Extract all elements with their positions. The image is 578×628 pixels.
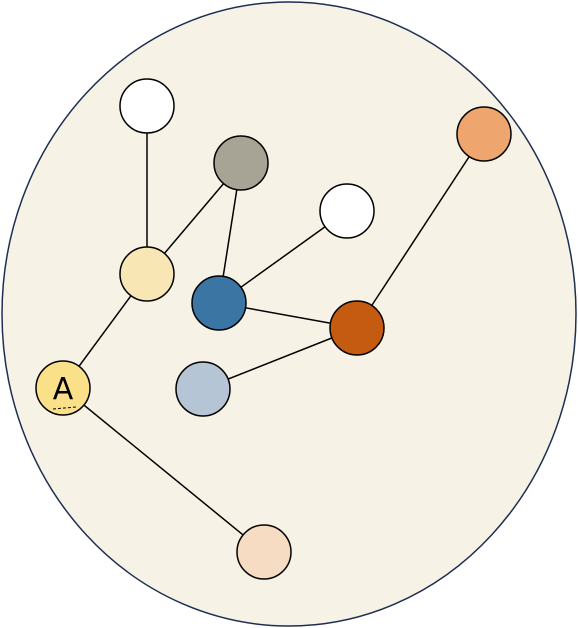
node-top <box>119 78 175 134</box>
node-steel <box>175 361 231 417</box>
node-bottom <box>236 524 292 580</box>
node-blue <box>191 275 247 331</box>
node-cream <box>119 246 175 302</box>
node-orange <box>329 300 385 356</box>
node-a <box>35 360 91 416</box>
node-white <box>319 183 375 239</box>
node-peach <box>456 106 512 162</box>
node-a-underline <box>52 406 77 410</box>
edge-peach-orange <box>356 133 485 329</box>
node-gray <box>213 135 269 191</box>
edge-a-bottom <box>62 387 265 553</box>
nodes <box>35 78 512 580</box>
node-a-label: A <box>53 372 74 407</box>
